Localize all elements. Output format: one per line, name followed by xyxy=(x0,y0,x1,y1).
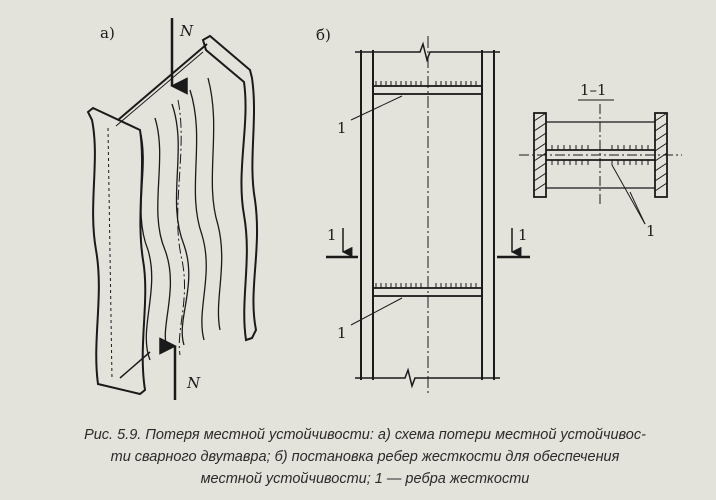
force-arrows xyxy=(159,18,188,400)
panel-b-label: б) xyxy=(316,26,331,44)
rib-welds xyxy=(375,81,477,288)
caption-line-3: местной устойчивости; 1 — ребра жесткост… xyxy=(200,471,530,487)
panel-a-label: а) xyxy=(100,24,115,42)
panel-b-elevation xyxy=(326,36,530,395)
rib-lower xyxy=(372,287,483,297)
front-flange xyxy=(86,106,147,396)
force-label-top: N xyxy=(179,22,194,40)
caption-line-2: ти сварного двутавра; б) постановка ребе… xyxy=(110,449,620,465)
force-label-bottom: N xyxy=(186,374,201,392)
rib-upper xyxy=(372,85,483,95)
section-1-1 xyxy=(519,104,682,225)
section-title: 1–1 xyxy=(580,81,607,99)
caption-line-1: Рис. 5.9. Потеря местной устойчивости: а… xyxy=(84,427,646,443)
rib-label-upper: 1 xyxy=(337,119,347,137)
panel-a-ibeam xyxy=(86,34,258,396)
section-hatching xyxy=(533,112,668,192)
cut-label-right: 1 xyxy=(518,226,528,244)
figure-caption: Рис. 5.9. Потеря местной устойчивости: а… xyxy=(20,424,710,490)
back-flange xyxy=(201,34,258,342)
rib-label-lower: 1 xyxy=(337,324,347,342)
cut-label-left: 1 xyxy=(327,226,337,244)
section-rib-label: 1 xyxy=(646,222,656,240)
